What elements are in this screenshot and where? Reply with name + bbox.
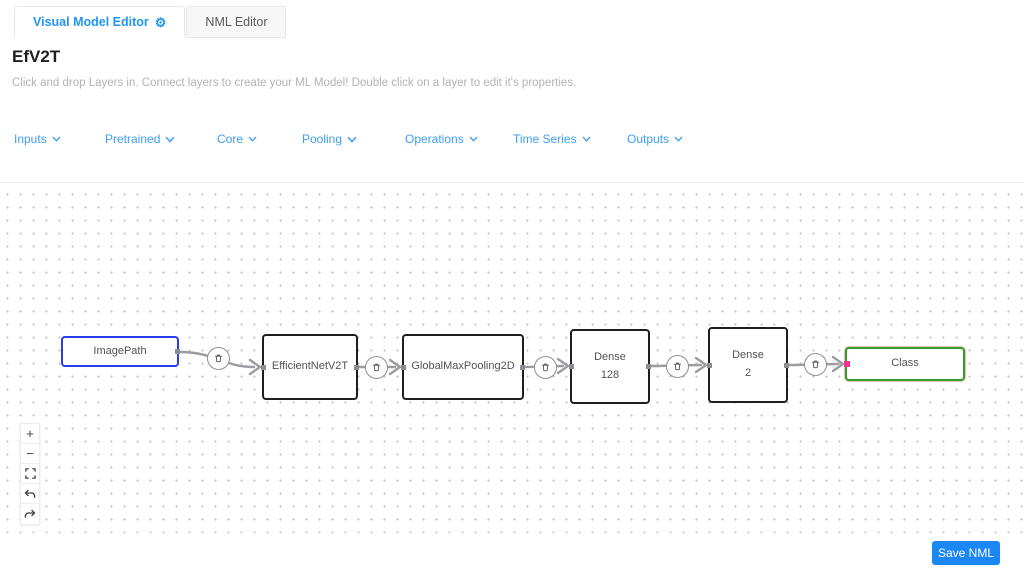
delete-edge-button[interactable] <box>365 356 388 379</box>
tab-nml-editor-label: NML Editor <box>205 15 268 29</box>
target-handle[interactable] <box>707 362 712 368</box>
node-efficientnetv2t-label: EfficientNetV2T <box>271 360 349 373</box>
trash-icon <box>541 363 550 372</box>
node-dense-2-units: 2 <box>744 367 752 379</box>
source-handle[interactable] <box>520 364 525 370</box>
node-dense-128-label: Dense <box>594 350 626 363</box>
menu-inputs-label: Inputs <box>14 132 47 146</box>
page-title: EfV2T <box>12 47 61 66</box>
node-class[interactable]: Class <box>844 347 965 381</box>
node-dense-2-label: Dense <box>732 349 764 362</box>
delete-edge-button[interactable] <box>666 355 689 378</box>
tab-nml-editor[interactable]: NML Editor <box>186 6 287 38</box>
menu-core[interactable]: Core <box>217 132 257 146</box>
menu-pretrained[interactable]: Pretrained <box>105 132 175 146</box>
gear-icon: ⚙ <box>154 14 167 30</box>
plus-icon: + <box>26 426 34 441</box>
source-handle[interactable] <box>354 364 359 370</box>
layer-menu-bar: Inputs Pretrained Core Pooling Operation… <box>0 132 1024 152</box>
undo-icon <box>24 489 36 498</box>
node-imagepath-label: ImagePath <box>93 344 147 357</box>
canvas-controls: + − <box>20 423 40 525</box>
target-handle[interactable] <box>261 364 266 370</box>
source-handle[interactable] <box>784 362 789 368</box>
source-handle[interactable] <box>175 349 180 354</box>
node-globalmaxpooling2d[interactable]: GlobalMaxPooling2D <box>401 334 525 400</box>
tab-visual-model-editor-label: Visual Model Editor <box>33 15 149 29</box>
flow-canvas[interactable]: ImagePath EfficientNetV2T GlobalMaxPooli… <box>0 183 1024 533</box>
chevron-down-icon <box>248 136 257 142</box>
trash-icon <box>372 363 381 372</box>
menu-outputs-label: Outputs <box>627 132 670 146</box>
source-handle[interactable] <box>646 364 651 369</box>
chevron-down-icon <box>165 136 175 143</box>
undo-button[interactable] <box>21 484 39 504</box>
node-imagepath[interactable]: ImagePath <box>61 336 180 367</box>
node-class-label: Class <box>891 357 919 370</box>
delete-edge-button[interactable] <box>804 353 827 376</box>
trash-icon <box>673 362 682 371</box>
zoom-in-button[interactable]: + <box>21 424 39 444</box>
node-dense-128[interactable]: Dense 128 <box>569 329 651 404</box>
node-globalmaxpooling2d-label: GlobalMaxPooling2D <box>411 360 515 373</box>
menu-pooling-label: Pooling <box>302 132 343 146</box>
target-handle[interactable] <box>844 361 850 367</box>
page-description: Click and drop Layers in. Connect layers… <box>12 77 577 89</box>
target-handle[interactable] <box>569 364 574 369</box>
save-nml-button[interactable]: Save NML <box>932 541 1000 565</box>
redo-icon <box>24 509 36 518</box>
fit-view-button[interactable] <box>21 464 39 484</box>
target-handle[interactable] <box>401 364 406 370</box>
menu-core-label: Core <box>217 132 244 146</box>
chevron-down-icon <box>582 136 591 142</box>
node-efficientnetv2t[interactable]: EfficientNetV2T <box>261 334 359 400</box>
zoom-out-button[interactable]: − <box>21 444 39 464</box>
delete-edge-button[interactable] <box>207 347 230 370</box>
menu-pooling[interactable]: Pooling <box>302 132 357 146</box>
chevron-down-icon <box>469 136 478 142</box>
tab-visual-model-editor[interactable]: Visual Model Editor ⚙ <box>14 6 186 38</box>
menu-time-series-label: Time Series <box>513 132 577 146</box>
menu-pretrained-label: Pretrained <box>105 132 161 146</box>
trash-icon <box>214 354 223 363</box>
node-dense-2[interactable]: Dense 2 <box>707 327 789 403</box>
chevron-down-icon <box>347 136 357 143</box>
chevron-down-icon <box>52 136 61 142</box>
fit-view-icon <box>24 468 36 479</box>
tab-bar: Visual Model Editor ⚙ NML Editor <box>14 6 287 38</box>
menu-operations-label: Operations <box>405 132 464 146</box>
redo-button[interactable] <box>21 504 39 524</box>
menu-outputs[interactable]: Outputs <box>627 132 683 146</box>
delete-edge-button[interactable] <box>534 356 557 379</box>
menu-operations[interactable]: Operations <box>405 132 478 146</box>
chevron-down-icon <box>674 136 683 142</box>
trash-icon <box>811 360 820 369</box>
menu-inputs[interactable]: Inputs <box>14 132 61 146</box>
menu-canvas-divider <box>0 182 1024 183</box>
menu-time-series[interactable]: Time Series <box>513 132 591 146</box>
node-dense-128-units: 128 <box>600 368 620 381</box>
minus-icon: − <box>26 446 34 461</box>
